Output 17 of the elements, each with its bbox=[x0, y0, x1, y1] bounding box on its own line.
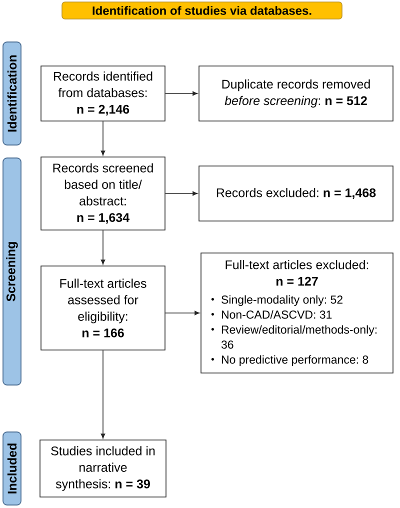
stage-band: Included bbox=[2, 432, 22, 506]
process-box: Records identified from databases: n = 2,146 bbox=[40, 66, 166, 122]
process-box: Records screened based on title/ abstract: n = 1,634 bbox=[40, 156, 166, 230]
stage-band: Screening bbox=[2, 158, 22, 386]
process-box: Full-text articles assessed for eligibility: n = 166 bbox=[40, 266, 166, 350]
arrow bbox=[165, 310, 200, 316]
arrow bbox=[100, 121, 106, 156]
arrow bbox=[165, 91, 198, 96]
process-box: Studies included in narrative synthesis: n = 39 bbox=[40, 440, 166, 498]
stage-band: Identification bbox=[2, 42, 22, 146]
arrow bbox=[100, 230, 106, 264]
arrow bbox=[165, 191, 198, 196]
exclusion-box: Records excluded: n = 1,468 bbox=[198, 166, 394, 222]
exclusion-box: Duplicate records removed before screening: n = 512 bbox=[198, 66, 394, 122]
title-banner: Identification of studies via databases. bbox=[62, 2, 342, 20]
arrow bbox=[100, 350, 106, 438]
exclusion-box: Full-text articles excluded: n = 127 Single-modality only: 52 Non-CAD/ASCVD: 31 Review/editorial/methods-only: 36 No predictive performance: 8 bbox=[200, 252, 394, 374]
